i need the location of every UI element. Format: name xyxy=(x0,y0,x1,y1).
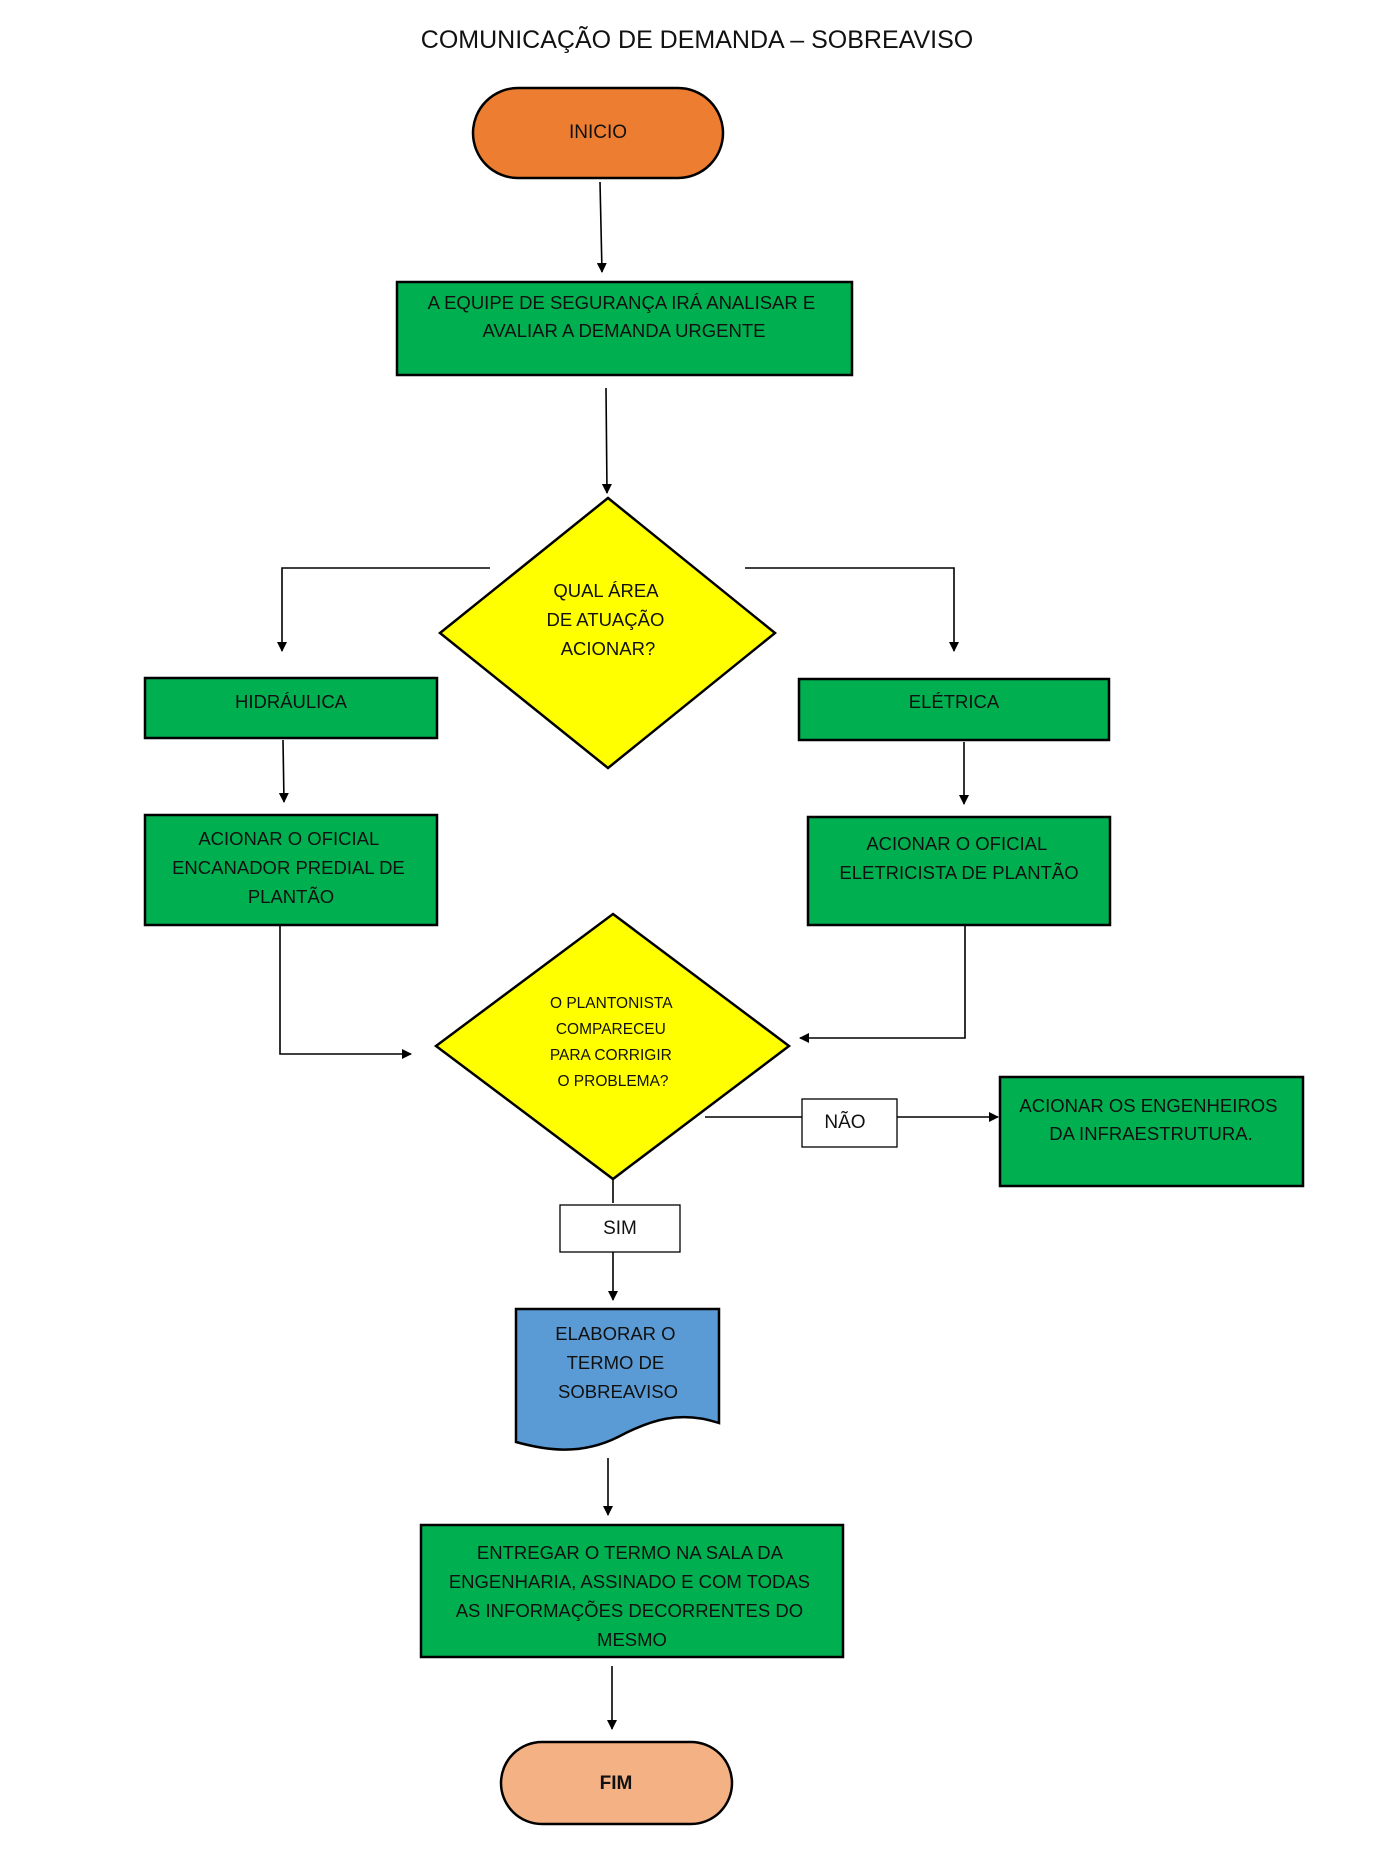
arrow-analyze-to-decision xyxy=(601,387,612,494)
hidraulica-process: HIDRÁULICA xyxy=(143,676,439,740)
entregar-line-1: ENTREGAR O TERMO NA SALA DA xyxy=(477,1542,784,1563)
eletrica-process: ELÉTRICA xyxy=(797,677,1111,742)
engenheiros-line-1: ACIONAR OS ENGENHEIROS xyxy=(1019,1095,1277,1116)
analyze-line-1: A EQUIPE DE SEGURANÇA IRÁ ANALISAR E xyxy=(428,292,816,313)
decision-plantonista-line-3: PARA CORRIGIR xyxy=(550,1047,672,1064)
analyze-process: A EQUIPE DE SEGURANÇA IRÁ ANALISAR E AVA… xyxy=(395,280,854,377)
label-sim-text: SIM xyxy=(603,1218,637,1239)
entregar-line-3: AS INFORMAÇÕES DECORRENTES DO xyxy=(456,1600,803,1621)
arrow-decision-to-hidraulica xyxy=(277,567,490,652)
encanador-line-3: PLANTÃO xyxy=(248,886,334,907)
svg-text:O PLANTONISTA COMPARECEU: O PLANTONISTA COMPARECEU PARA CORRIGIR O… xyxy=(550,995,676,1090)
entregar-line-4: MESMO xyxy=(597,1629,667,1650)
decision-plantonista-line-4: O PROBLEMA? xyxy=(557,1073,668,1090)
end-terminator: FIM xyxy=(499,1740,734,1826)
end-label: FIM xyxy=(600,1773,633,1794)
label-nao-text: NÃO xyxy=(824,1111,865,1133)
hidraulica-label: HIDRÁULICA xyxy=(235,691,348,712)
label-nao: NÃO xyxy=(801,1098,898,1148)
eletrica-label: ELÉTRICA xyxy=(909,691,1000,712)
encanador-line-2: ENCANADOR PREDIAL DE xyxy=(172,857,405,878)
eletricista-line-2: ELETRICISTA DE PLANTÃO xyxy=(839,862,1078,883)
eletricista-process: ACIONAR O OFICIAL ELETRICISTA DE PLANTÃO xyxy=(806,815,1112,927)
analyze-line-2: AVALIAR A DEMANDA URGENTE xyxy=(482,320,765,341)
termo-line-1: ELABORAR O xyxy=(555,1323,675,1344)
svg-text:ACIONAR O OFICIAL ENCANA: ACIONAR O OFICIAL ENCANADOR PREDIAL DE P… xyxy=(172,828,410,907)
engenheiros-line-2: DA INFRAESTRUTURA. xyxy=(1049,1123,1253,1144)
arrow-hidraulica-to-encanador xyxy=(278,739,289,803)
connectors xyxy=(277,181,999,1730)
svg-text:ACIONAR OS ENGENHEIROS D: ACIONAR OS ENGENHEIROS DA INFRAESTRUTURA… xyxy=(1019,1095,1282,1144)
eletricista-line-1: ACIONAR O OFICIAL xyxy=(866,833,1047,854)
decision-area-line-2: DE ATUAÇÃO xyxy=(546,609,664,630)
encanador-line-1: ACIONAR O OFICIAL xyxy=(198,828,379,849)
svg-text:ELABORAR O TERMO DE: ELABORAR O TERMO DE SOBREAVISO xyxy=(555,1323,680,1402)
decision-area-line-3: ACIONAR? xyxy=(561,638,656,659)
engenheiros-process: ACIONAR OS ENGENHEIROS DA INFRAESTRUTURA… xyxy=(998,1075,1305,1188)
svg-text:ENTREGAR O TERMO NA SALA DA: ENTREGAR O TERMO NA SALA DA ENGENHARIA, … xyxy=(449,1542,815,1650)
svg-text:QUAL ÁREA DE ATUAÇÃO: QUAL ÁREA DE ATUAÇÃO ACIONAR? xyxy=(546,580,669,659)
decision-plantonista-line-2: COMPARECEU xyxy=(556,1021,666,1038)
entregar-line-2: ENGENHARIA, ASSINADO E COM TODAS xyxy=(449,1571,810,1592)
entregar-process: ENTREGAR O TERMO NA SALA DA ENGENHARIA, … xyxy=(419,1523,845,1659)
label-sim: SIM xyxy=(559,1204,681,1253)
start-label: INICIO xyxy=(569,122,627,143)
arrow-decision-to-eletrica xyxy=(745,567,959,652)
decision-plantonista: O PLANTONISTA COMPARECEU PARA CORRIGIR O… xyxy=(433,912,792,1181)
termo-line-2: TERMO DE xyxy=(567,1352,665,1373)
arrow-encanador-to-decision xyxy=(279,925,412,1059)
termo-line-3: SOBREAVISO xyxy=(558,1381,678,1402)
start-terminator: INICIO xyxy=(471,86,725,180)
decision-plantonista-line-1: O PLANTONISTA xyxy=(550,995,673,1012)
decision-area-line-1: QUAL ÁREA xyxy=(553,580,659,601)
encanador-process: ACIONAR O OFICIAL ENCANADOR PREDIAL DE P… xyxy=(143,813,439,927)
decision-area: QUAL ÁREA DE ATUAÇÃO ACIONAR? xyxy=(438,496,777,770)
arrow-start-to-analyze xyxy=(596,181,607,273)
termo-document: ELABORAR O TERMO DE SOBREAVISO xyxy=(514,1307,721,1451)
svg-text:A EQUIPE DE SEGURANÇA IRÁ ANAL: A EQUIPE DE SEGURANÇA IRÁ ANALISAR E AVA… xyxy=(428,292,821,341)
svg-text:ACIONAR O OFICIAL ELETRI: ACIONAR O OFICIAL ELETRICISTA DE PLANTÃO xyxy=(839,833,1078,883)
page-title: COMUNICAÇÃO DE DEMANDA – SOBREAVISO xyxy=(421,25,973,54)
arrow-eletricista-to-decision xyxy=(799,925,966,1043)
